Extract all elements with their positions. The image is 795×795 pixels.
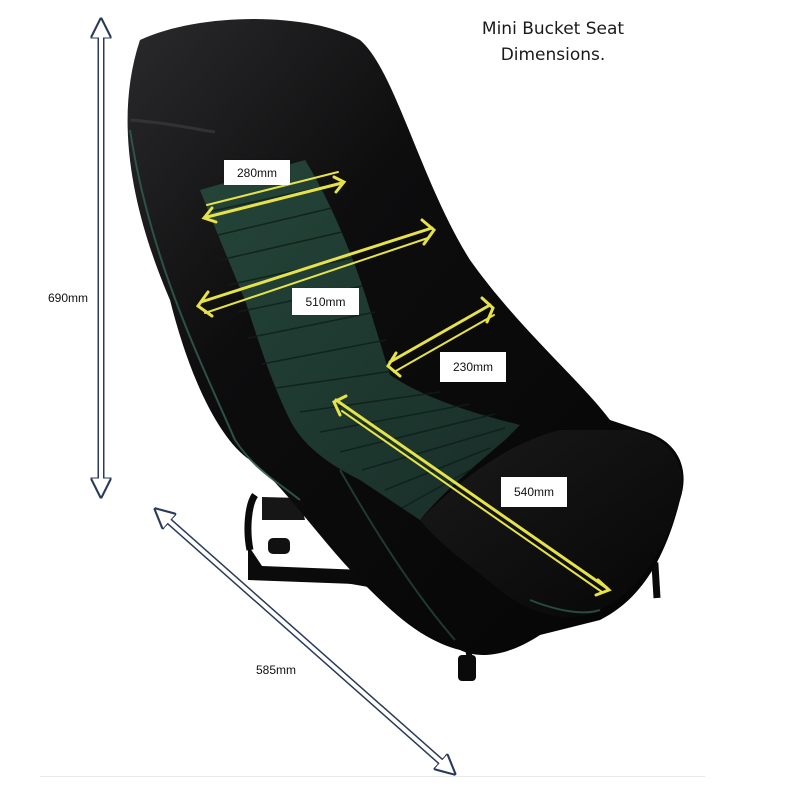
shoulder-width-arrow [195,218,437,318]
seat-insert [200,160,520,520]
frame-foot [458,655,476,681]
baseline-divider [40,776,705,777]
shoulder-width-label: 510mm [292,288,359,315]
back-width-top-label: 280mm [224,160,290,185]
back-width-top-arrow [201,171,347,224]
depth-label: 585mm [256,663,297,677]
diagram-title: Mini Bucket Seat Dimensions. [468,16,638,68]
height-label: 690mm [48,291,89,305]
hip-width-label: 230mm [440,352,506,382]
seat-cushion [420,430,683,618]
lever-knob-left [268,538,290,554]
seat-length-label: 540mm [501,477,567,507]
title-line-2: Dimensions. [500,45,606,65]
piping-left [129,129,301,501]
hip-width-arrow [386,296,495,378]
title-line-1: Mini Bucket Seat [481,19,625,39]
seat-length-arrow [332,394,612,597]
